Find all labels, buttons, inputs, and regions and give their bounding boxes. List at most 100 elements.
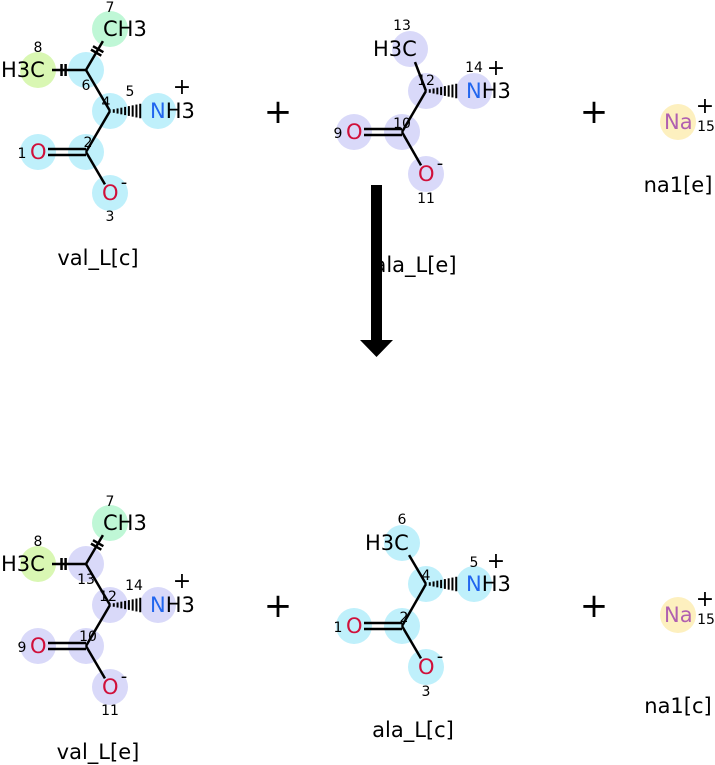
- bond: [48, 641, 86, 651]
- atom-label: O: [102, 674, 119, 699]
- bond: [400, 583, 428, 627]
- atom-highlight: [660, 104, 696, 140]
- atom-label: NH3: [150, 98, 195, 123]
- atom-label: O: [418, 161, 435, 186]
- molecule-ala-l-c-: [336, 525, 492, 685]
- atom-highlight: [140, 93, 176, 129]
- charge: -: [436, 153, 444, 174]
- plus-sign: +: [579, 92, 609, 132]
- atom-number: 1: [17, 146, 27, 162]
- bond: [364, 127, 402, 137]
- atom-number: 10: [393, 116, 411, 132]
- charge: +: [695, 94, 715, 119]
- atom-highlight: [384, 525, 420, 561]
- atom-number: 9: [17, 640, 27, 656]
- bond: [84, 69, 112, 112]
- atom-label: Na: [664, 109, 693, 134]
- atom-label: O: [30, 139, 47, 164]
- charge: -: [120, 666, 128, 687]
- molecule-name: val_L[c]: [57, 246, 139, 270]
- charge: +: [172, 569, 192, 594]
- atom-number: 10: [79, 629, 97, 645]
- atom-number: 11: [417, 191, 435, 207]
- atom-highlight: [20, 546, 56, 582]
- atom-number: 4: [101, 95, 111, 111]
- plus-sign: +: [263, 586, 293, 626]
- atom-label: NH3: [466, 78, 511, 103]
- atom-number: 14: [465, 60, 483, 76]
- atom-number: 1: [333, 620, 343, 636]
- bond: [84, 151, 107, 186]
- atom-highlight: [408, 649, 444, 685]
- molecule-na1-e-: [660, 104, 696, 140]
- molecule-name: ala_L[c]: [372, 718, 454, 742]
- atom-number: 3: [105, 209, 115, 225]
- bond: [52, 64, 86, 76]
- atom-highlight: [92, 11, 128, 47]
- atom-number: 7: [105, 0, 115, 16]
- atom-highlight: [336, 608, 372, 644]
- atom-highlight: [140, 587, 176, 623]
- atom-number: 12: [417, 73, 435, 89]
- atom-number: 13: [77, 572, 95, 588]
- bond: [112, 103, 142, 119]
- atom-highlight: [92, 505, 128, 541]
- atom-highlight: [92, 175, 128, 211]
- atom-number: 14: [125, 578, 143, 594]
- atom-label: H3C: [1, 551, 45, 576]
- bond: [413, 61, 428, 92]
- atom-number: 15: [697, 119, 715, 135]
- atom-number: 3: [421, 684, 431, 700]
- plus-sign: +: [263, 92, 293, 132]
- bond: [112, 597, 142, 613]
- atom-number: 11: [101, 703, 119, 719]
- molecule-name: na1[e]: [643, 173, 713, 197]
- atom-highlight: [92, 669, 128, 705]
- bond: [84, 40, 105, 71]
- bond: [400, 625, 423, 660]
- atom-label: H3C: [1, 57, 45, 82]
- charge: +: [486, 56, 506, 81]
- bond: [84, 604, 112, 647]
- bond: [407, 554, 428, 585]
- atom-label: NH3: [150, 592, 195, 617]
- molecule-ala-l-e-: [336, 31, 492, 192]
- molecule-na1-c-: [660, 597, 696, 633]
- atom-number: 8: [33, 40, 43, 56]
- atom-number: 2: [83, 135, 93, 151]
- atom-number: 5: [125, 84, 135, 100]
- bond: [84, 534, 105, 565]
- atom-highlight: [660, 597, 696, 633]
- atom-number: 8: [33, 534, 43, 550]
- atom-number: 2: [399, 610, 409, 626]
- atom-number: 5: [469, 555, 479, 571]
- charge: -: [436, 646, 444, 667]
- bond: [428, 576, 458, 592]
- atom-highlight: [20, 628, 56, 664]
- atom-number: 13: [393, 18, 411, 34]
- atom-label: O: [346, 119, 363, 144]
- atom-label: O: [30, 633, 47, 658]
- charge: +: [695, 587, 715, 612]
- atom-highlight: [20, 134, 56, 170]
- molecule-name: ala_L[e]: [373, 253, 457, 277]
- atom-label: O: [102, 180, 119, 205]
- bond: [84, 110, 112, 153]
- atom-highlight: [456, 73, 492, 109]
- atom-highlight: [392, 31, 428, 67]
- atom-number: 9: [333, 126, 343, 142]
- molecule-name: val_L[e]: [56, 740, 140, 764]
- reaction-arrow: [360, 185, 393, 357]
- atom-number: 15: [697, 612, 715, 628]
- bond: [84, 645, 107, 680]
- atom-label: Na: [664, 602, 693, 627]
- atom-label: H3C: [365, 530, 409, 555]
- charge: +: [486, 549, 506, 574]
- atom-highlight: [408, 156, 444, 192]
- molecule-val-l-c-: [20, 11, 176, 211]
- atom-label: NH3: [466, 571, 511, 596]
- bond: [400, 131, 423, 166]
- atom-highlight: [336, 114, 372, 150]
